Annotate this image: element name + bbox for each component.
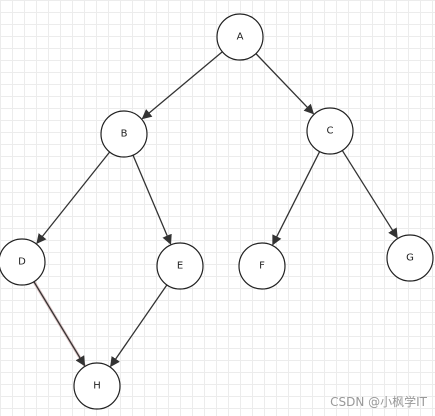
node-circle-G	[386, 234, 434, 282]
node-label-C: C	[327, 126, 334, 137]
node-G: G	[386, 234, 434, 282]
edge-C-F	[272, 151, 321, 246]
node-label-B: B	[121, 129, 128, 140]
node-circle-B	[100, 110, 148, 158]
node-circle-D	[0, 238, 46, 286]
edge-B-E	[132, 154, 172, 245]
node-circle-F	[238, 242, 286, 290]
edge-A-C	[255, 53, 315, 115]
node-F: F	[238, 242, 286, 290]
node-label-F: F	[259, 261, 265, 272]
edge-B-D	[36, 151, 111, 245]
edge-C-G	[341, 150, 398, 239]
watermark-text: CSDN @小枫学IT	[330, 395, 427, 409]
node-label-H: H	[93, 381, 101, 392]
node-label-D: D	[18, 257, 26, 268]
node-circle-E	[156, 242, 204, 290]
node-C: C	[306, 107, 354, 155]
node-label-G: G	[406, 253, 414, 264]
node-E: E	[156, 242, 204, 290]
node-label-A: A	[237, 32, 244, 43]
edges-layer	[32, 51, 398, 368]
node-D: D	[0, 238, 46, 286]
node-B: B	[100, 110, 148, 158]
node-label-E: E	[177, 261, 183, 272]
node-circle-A	[216, 13, 264, 61]
edge-E-H	[110, 284, 168, 368]
node-A: A	[216, 13, 264, 61]
nodes-layer: A B C D E F G H	[0, 13, 434, 410]
node-circle-C	[306, 107, 354, 155]
edge-A-B	[141, 51, 223, 120]
edge-D-H	[33, 281, 86, 367]
node-H: H	[73, 362, 121, 410]
node-circle-H	[73, 362, 121, 410]
